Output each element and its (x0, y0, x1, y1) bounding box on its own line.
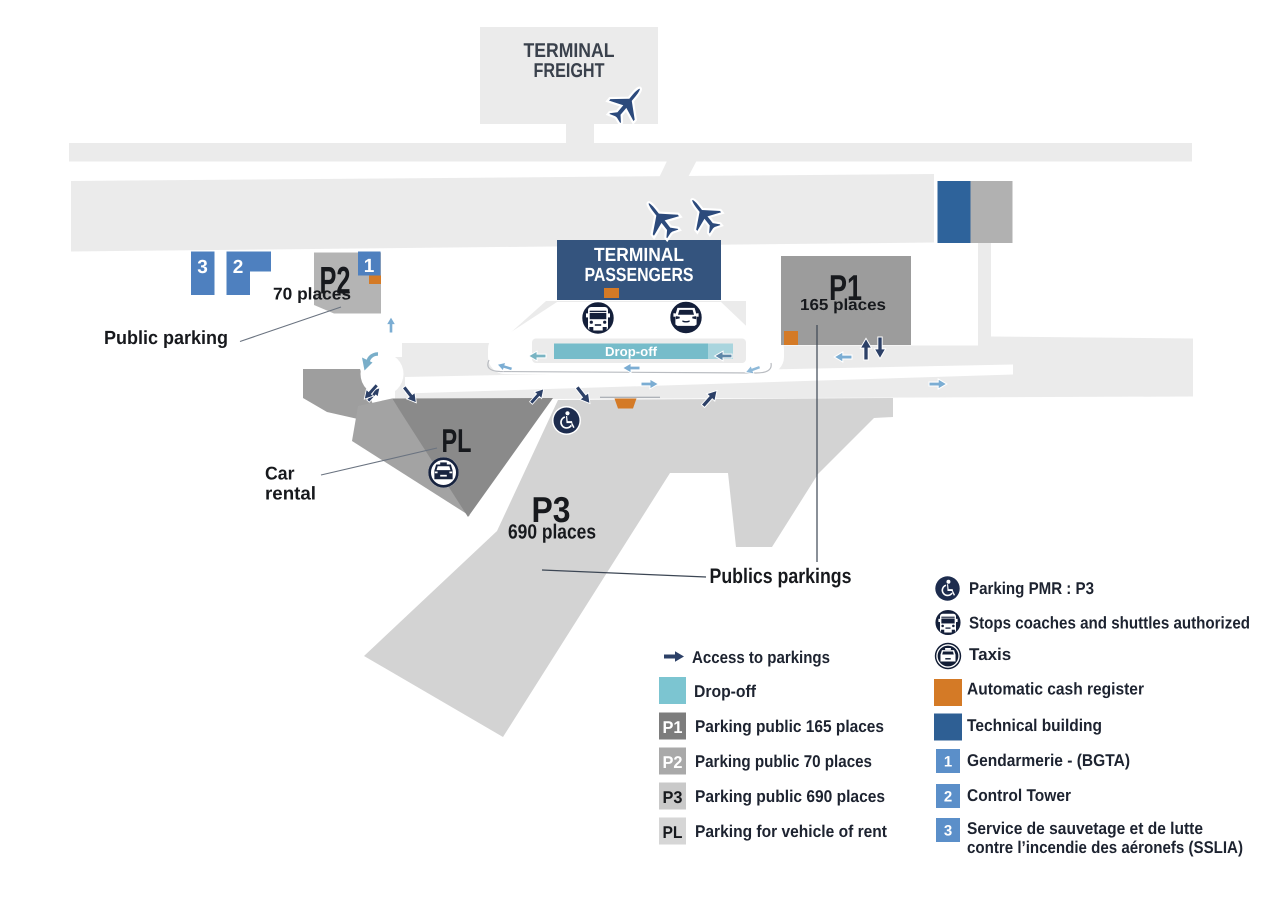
svg-text:PL: PL (442, 422, 472, 459)
svg-text:Parking for vehicle of rent: Parking for vehicle of rent (695, 822, 887, 841)
svg-text:3: 3 (197, 257, 208, 278)
svg-text:rental: rental (265, 483, 316, 504)
svg-text:1: 1 (364, 256, 375, 277)
svg-text:Control Tower: Control Tower (967, 786, 1071, 805)
svg-text:Taxis: Taxis (969, 645, 1011, 664)
svg-text:PL: PL (663, 823, 683, 842)
svg-text:contre l’incendie des aéronefs: contre l’incendie des aéronefs (SSLIA) (967, 838, 1243, 857)
svg-text:Drop-off: Drop-off (605, 344, 658, 359)
svg-text:70 places: 70 places (273, 285, 351, 304)
svg-text:P1: P1 (829, 267, 862, 308)
svg-text:Parking public 70 places: Parking public 70 places (695, 752, 872, 771)
svg-text:2: 2 (233, 257, 244, 278)
svg-text:Public parking: Public parking (104, 328, 228, 349)
svg-text:P2: P2 (320, 260, 351, 303)
svg-text:Parking public 690 places: Parking public 690 places (695, 787, 885, 806)
svg-text:Drop-off: Drop-off (694, 682, 756, 701)
svg-text:P3: P3 (663, 788, 683, 807)
svg-text:Publics parkings: Publics parkings (710, 565, 852, 588)
svg-text:FREIGHT: FREIGHT (534, 60, 605, 82)
svg-text:TERMINAL: TERMINAL (594, 245, 684, 266)
svg-text:2: 2 (944, 789, 952, 806)
svg-text:3: 3 (944, 823, 952, 840)
svg-text:Stops coaches and shuttles aut: Stops coaches and shuttles authorized (969, 614, 1250, 633)
svg-text:Technical building: Technical building (967, 716, 1102, 735)
svg-text:165 places: 165 places (800, 297, 886, 314)
svg-text:Gendarmerie - (BGTA): Gendarmerie - (BGTA) (967, 751, 1130, 770)
svg-text:P3: P3 (532, 489, 571, 530)
svg-text:P1: P1 (663, 718, 683, 737)
svg-text:1: 1 (944, 754, 952, 771)
svg-text:TERMINAL: TERMINAL (524, 40, 615, 62)
svg-text:Car: Car (265, 463, 295, 484)
svg-text:Parking public 165 places: Parking public 165 places (695, 717, 884, 736)
svg-text:P2: P2 (663, 753, 683, 772)
svg-text:Parking PMR : P3: Parking PMR : P3 (969, 579, 1094, 598)
svg-text:PASSENGERS: PASSENGERS (585, 265, 694, 286)
svg-text:690 places: 690 places (508, 521, 596, 544)
svg-text:Service de sauvetage et de lut: Service de sauvetage et de lutte (967, 819, 1203, 838)
svg-text:Access to parkings: Access to parkings (692, 648, 830, 667)
svg-text:Automatic cash register: Automatic cash register (967, 680, 1144, 699)
